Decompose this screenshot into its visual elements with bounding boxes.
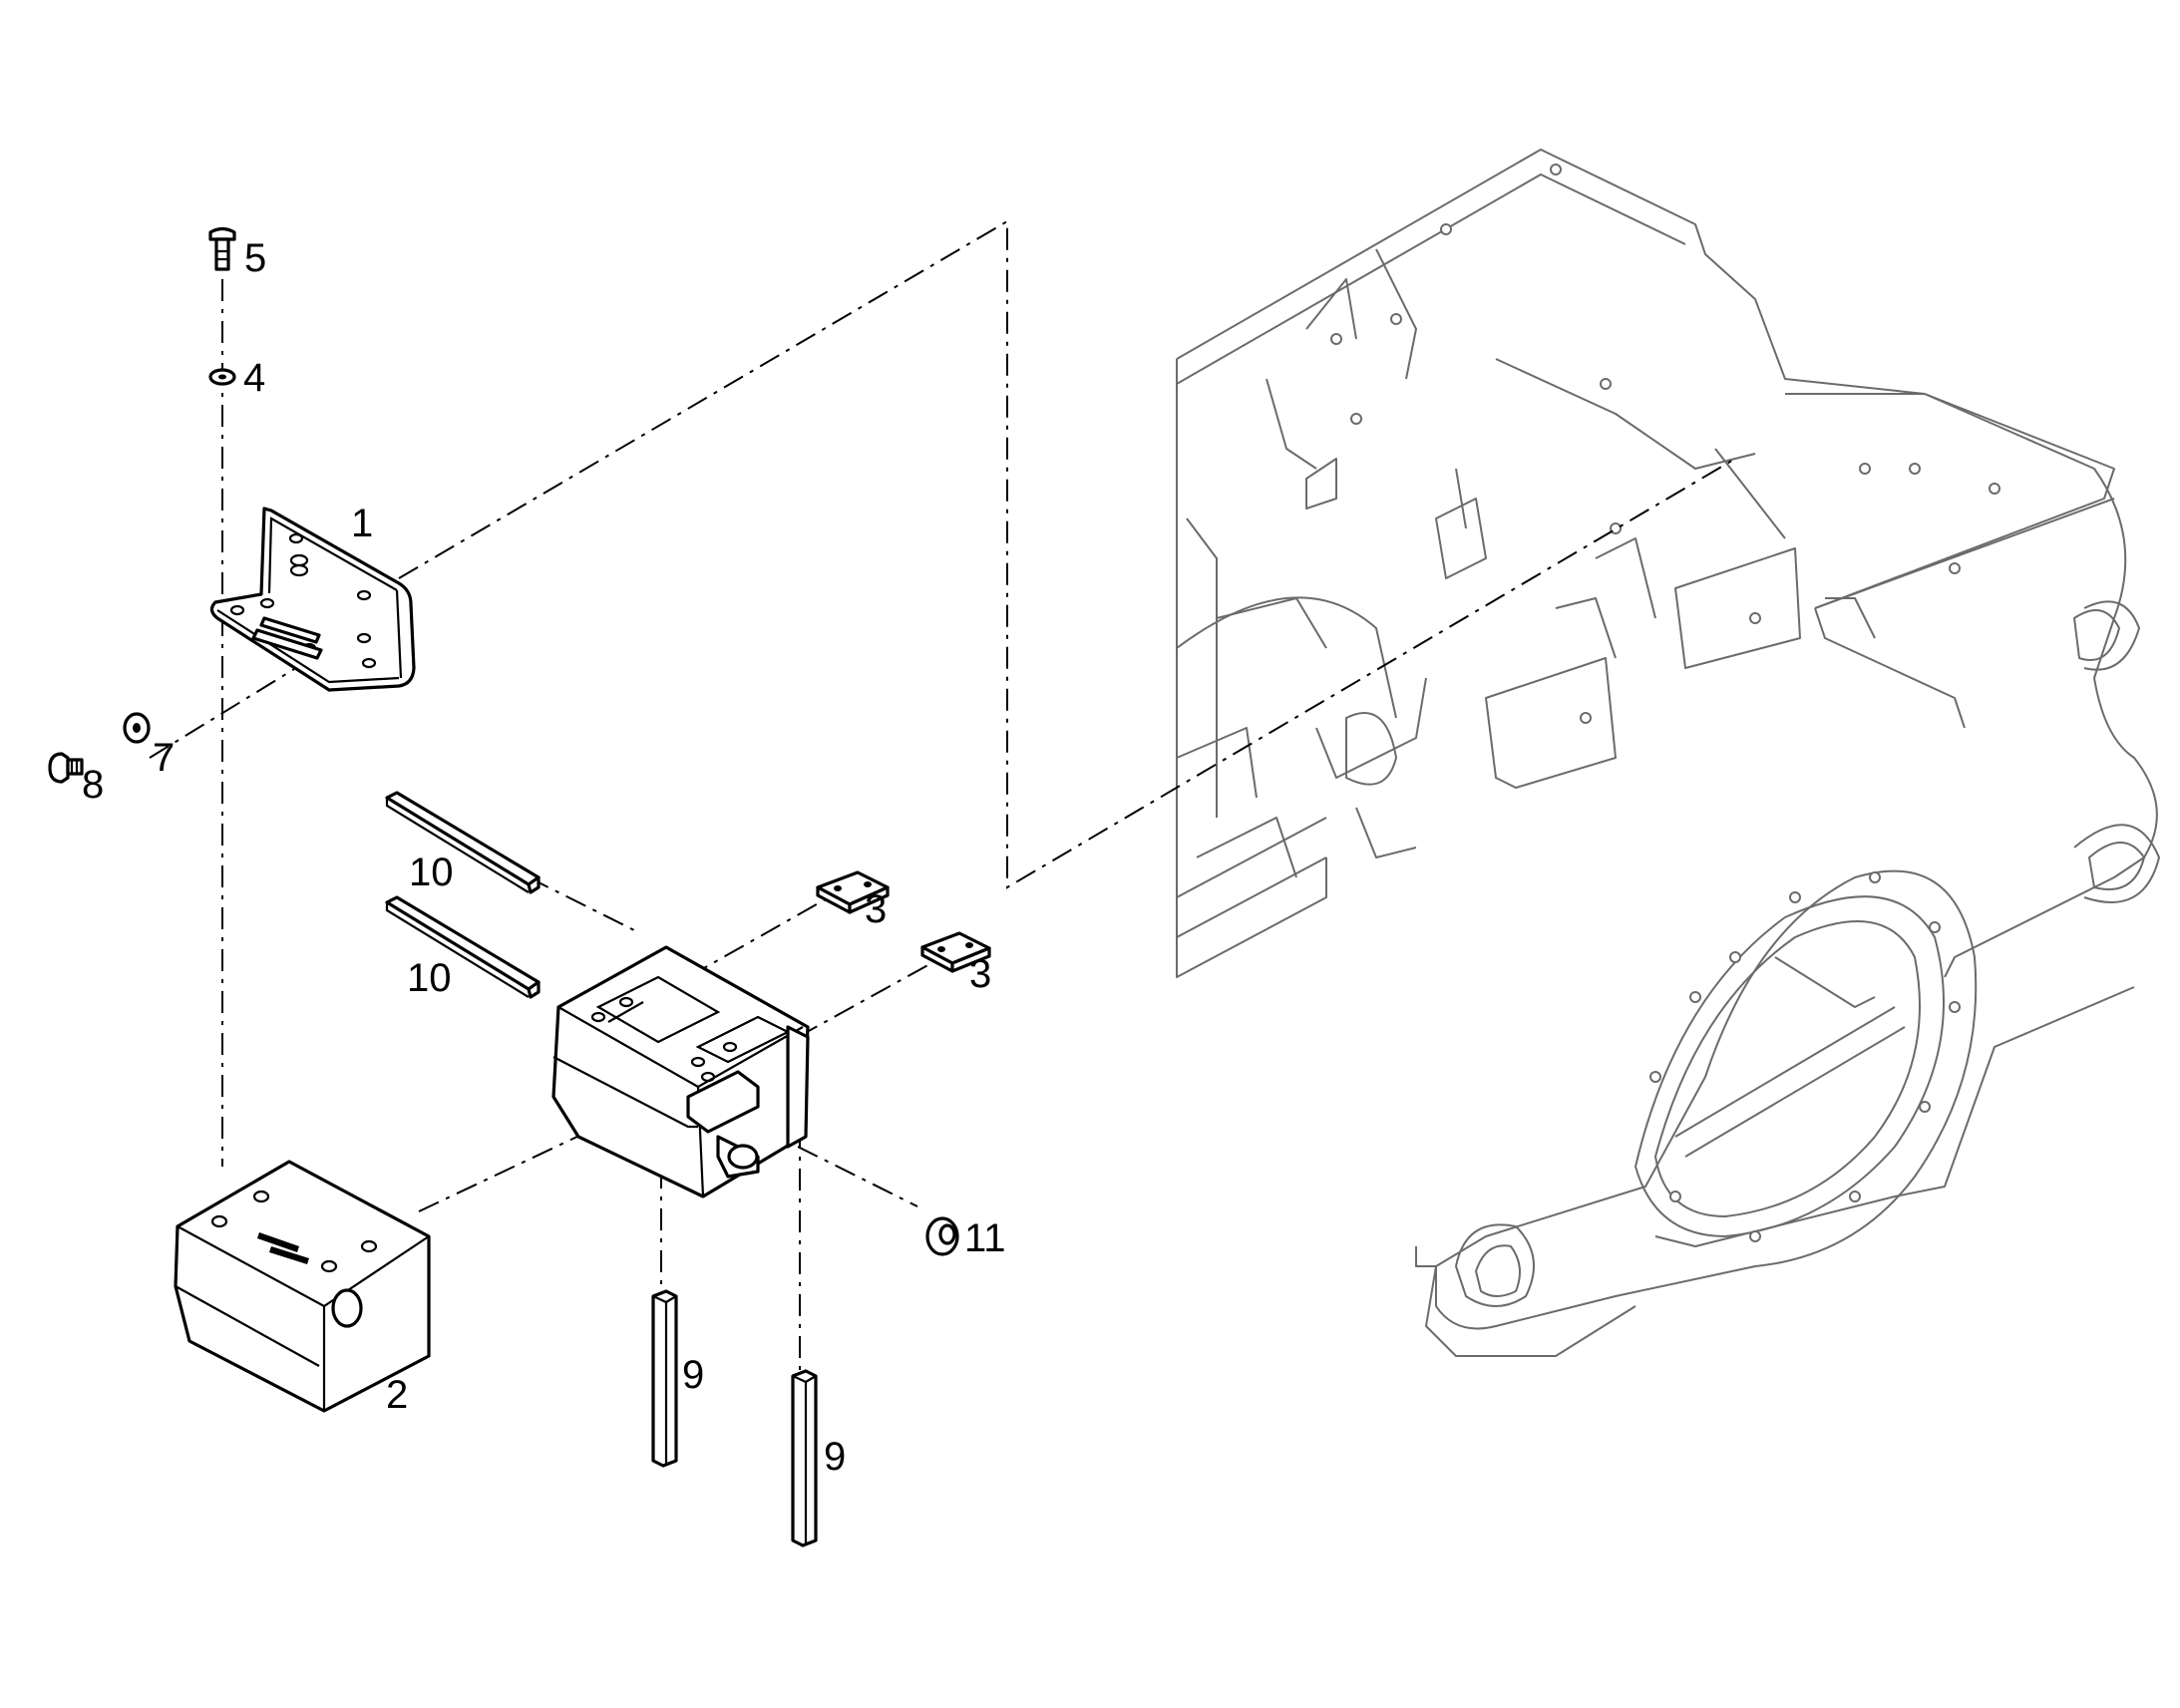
callout-4: 4 (243, 356, 265, 400)
callout-10-upper: 10 (409, 851, 454, 894)
callout-3-upper: 3 (865, 887, 887, 931)
part-1-mounting-bracket (209, 507, 416, 692)
control-box-unit (551, 945, 810, 1198)
callout-2: 2 (386, 1373, 408, 1417)
part-10-bar-upper (385, 791, 541, 894)
callout-11: 11 (964, 1216, 1006, 1260)
part-4-washer (208, 368, 236, 386)
part-3-clip-upper (816, 870, 890, 914)
callout-8: 8 (82, 763, 104, 807)
machine-frame (1176, 149, 2160, 1357)
part-3-clip-lower (920, 931, 991, 973)
part-10-bar-lower (385, 895, 541, 999)
callout-labels: 1 2 3 3 4 5 7 8 9 9 10 10 11 (82, 236, 1006, 1479)
callout-1: 1 (351, 502, 373, 545)
part-2-cover-block (174, 1160, 431, 1413)
part-5-bolt (208, 226, 236, 271)
callout-10-lower: 10 (407, 956, 452, 1000)
part-9-pin-right (791, 1369, 818, 1547)
part-8-bolt (48, 752, 84, 784)
part-9-pin-left (651, 1289, 678, 1468)
callout-9-right: 9 (824, 1435, 846, 1479)
part-11-grommet (925, 1216, 959, 1256)
callout-7: 7 (153, 736, 175, 780)
part-7-washer (123, 712, 151, 744)
callout-9-left: 9 (682, 1353, 704, 1397)
callout-5: 5 (244, 236, 266, 280)
callout-3-lower: 3 (969, 952, 991, 996)
